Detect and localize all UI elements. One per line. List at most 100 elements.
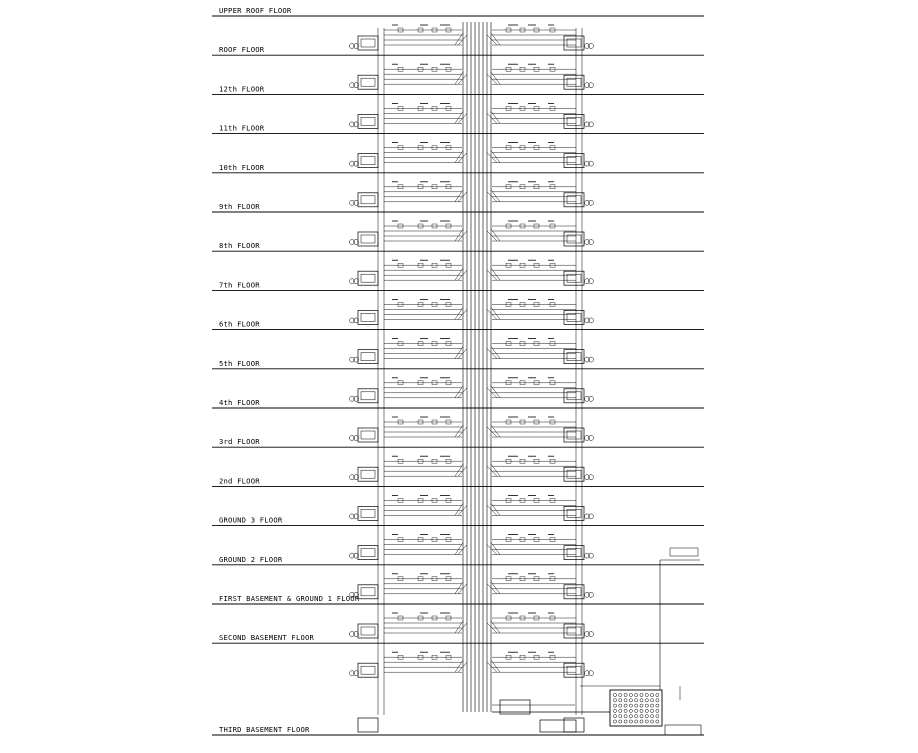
unit-valve-icon bbox=[588, 396, 594, 402]
riser-connector bbox=[457, 34, 468, 46]
unit-valve-icon bbox=[353, 670, 359, 676]
valve-block bbox=[431, 106, 438, 111]
floor-label: THIRD BASEMENT FLOOR bbox=[219, 725, 310, 734]
unit-valve-icon bbox=[584, 82, 590, 88]
unit-valve-icon bbox=[588, 82, 594, 88]
valve-block bbox=[445, 380, 452, 385]
floor-label: 5th FLOOR bbox=[219, 359, 260, 368]
riser-connector bbox=[457, 466, 468, 477]
indoor-unit-right bbox=[563, 270, 585, 286]
riser-connector bbox=[454, 464, 464, 477]
riser-connector bbox=[490, 503, 501, 516]
indoor-unit-left-core bbox=[360, 587, 376, 597]
valve-block bbox=[519, 66, 526, 72]
floor-label: 9th FLOOR bbox=[219, 202, 260, 211]
riser-connector bbox=[457, 387, 468, 398]
riser-connector bbox=[490, 307, 501, 320]
valve-block bbox=[417, 184, 424, 190]
unit-valve-icon bbox=[349, 239, 355, 245]
valve-block bbox=[417, 380, 424, 385]
indoor-unit-right-core bbox=[566, 234, 582, 244]
unit-valve-icon bbox=[349, 670, 355, 676]
indoor-unit-right bbox=[563, 545, 585, 560]
unit-valve-icon bbox=[588, 356, 594, 363]
valve-block bbox=[431, 459, 438, 464]
valve-block bbox=[445, 27, 452, 33]
unit-valve-icon bbox=[349, 121, 355, 128]
indoor-unit-right-core bbox=[566, 391, 582, 401]
floor-14: GROUND 2 FLOOR bbox=[212, 555, 704, 600]
tank-media-icon bbox=[634, 698, 639, 703]
tank-media-icon bbox=[618, 709, 623, 713]
riser-connector bbox=[486, 34, 498, 46]
valve-block bbox=[533, 106, 540, 111]
riser-connector bbox=[486, 387, 498, 398]
valve-block bbox=[533, 498, 540, 503]
floor-17: THIRD BASEMENT FLOOR bbox=[212, 725, 704, 736]
indoor-unit-right-core bbox=[566, 430, 582, 440]
valve-block bbox=[549, 341, 556, 346]
riser-connector bbox=[486, 191, 498, 202]
tank-media-icon bbox=[618, 698, 623, 703]
floor-label: 2nd FLOOR bbox=[219, 476, 260, 485]
unit-valve-icon bbox=[353, 317, 359, 324]
valve-block bbox=[397, 302, 404, 307]
tank-media-icon bbox=[623, 719, 628, 724]
riser-connector bbox=[486, 348, 498, 359]
floor-label: 3rd FLOOR bbox=[219, 437, 260, 446]
tank-media-icon bbox=[623, 703, 628, 708]
floor-label: UPPER ROOF FLOOR bbox=[219, 6, 292, 15]
indoor-unit-right-core bbox=[566, 665, 582, 675]
indoor-unit-right bbox=[563, 192, 585, 208]
valve-block bbox=[431, 145, 438, 150]
floor-label: 12th FLOOR bbox=[219, 84, 265, 93]
indoor-unit-right bbox=[563, 114, 585, 129]
valve-block bbox=[445, 498, 452, 503]
unit-valve-icon bbox=[588, 160, 594, 167]
riser-connector bbox=[490, 111, 501, 124]
riser-connector bbox=[457, 270, 468, 281]
unit-valve-icon bbox=[353, 396, 359, 402]
pump-base bbox=[539, 719, 577, 733]
unit-valve-icon bbox=[584, 317, 590, 324]
valve-block bbox=[431, 537, 438, 542]
valve-block bbox=[533, 27, 540, 33]
valve-block bbox=[533, 419, 540, 425]
riser-connector bbox=[454, 581, 464, 594]
valve-block bbox=[533, 341, 540, 346]
tank-media-icon bbox=[623, 698, 628, 703]
indoor-unit-right-core bbox=[566, 313, 582, 322]
valve-block bbox=[417, 145, 424, 150]
riser-connector bbox=[486, 466, 498, 477]
valve-block bbox=[519, 27, 526, 33]
valve-block bbox=[505, 302, 512, 307]
tank-media-icon bbox=[644, 703, 649, 708]
indoor-unit-left-core bbox=[360, 665, 376, 675]
unit-valve-icon bbox=[584, 200, 590, 206]
floor-8: 6th FLOOR bbox=[212, 320, 704, 364]
valve-block bbox=[533, 459, 540, 464]
valve-block bbox=[505, 655, 512, 660]
riser-connector bbox=[490, 228, 501, 242]
riser-connector bbox=[454, 228, 464, 242]
valve-block bbox=[417, 537, 424, 542]
unit-valve-icon bbox=[588, 278, 594, 284]
valve-block bbox=[505, 145, 512, 150]
valve-block bbox=[519, 498, 526, 503]
floor-label: 8th FLOOR bbox=[219, 241, 260, 250]
indoor-unit-left-core bbox=[360, 38, 376, 48]
tank-media-icon bbox=[629, 693, 633, 697]
tank-media-icon bbox=[623, 714, 628, 719]
valve-block bbox=[505, 380, 512, 385]
unit-valve-icon bbox=[349, 435, 355, 441]
valve-block bbox=[397, 576, 404, 581]
valve-block bbox=[549, 302, 556, 307]
unit-valve-icon bbox=[588, 435, 594, 441]
riser-connector bbox=[454, 111, 464, 124]
riser-connector bbox=[457, 662, 468, 673]
indoor-unit-left-core bbox=[360, 509, 376, 518]
indoor-unit-right-core bbox=[566, 509, 582, 518]
unit-valve-icon bbox=[584, 356, 590, 363]
riser-connector bbox=[490, 660, 501, 673]
valve-block bbox=[519, 302, 526, 307]
